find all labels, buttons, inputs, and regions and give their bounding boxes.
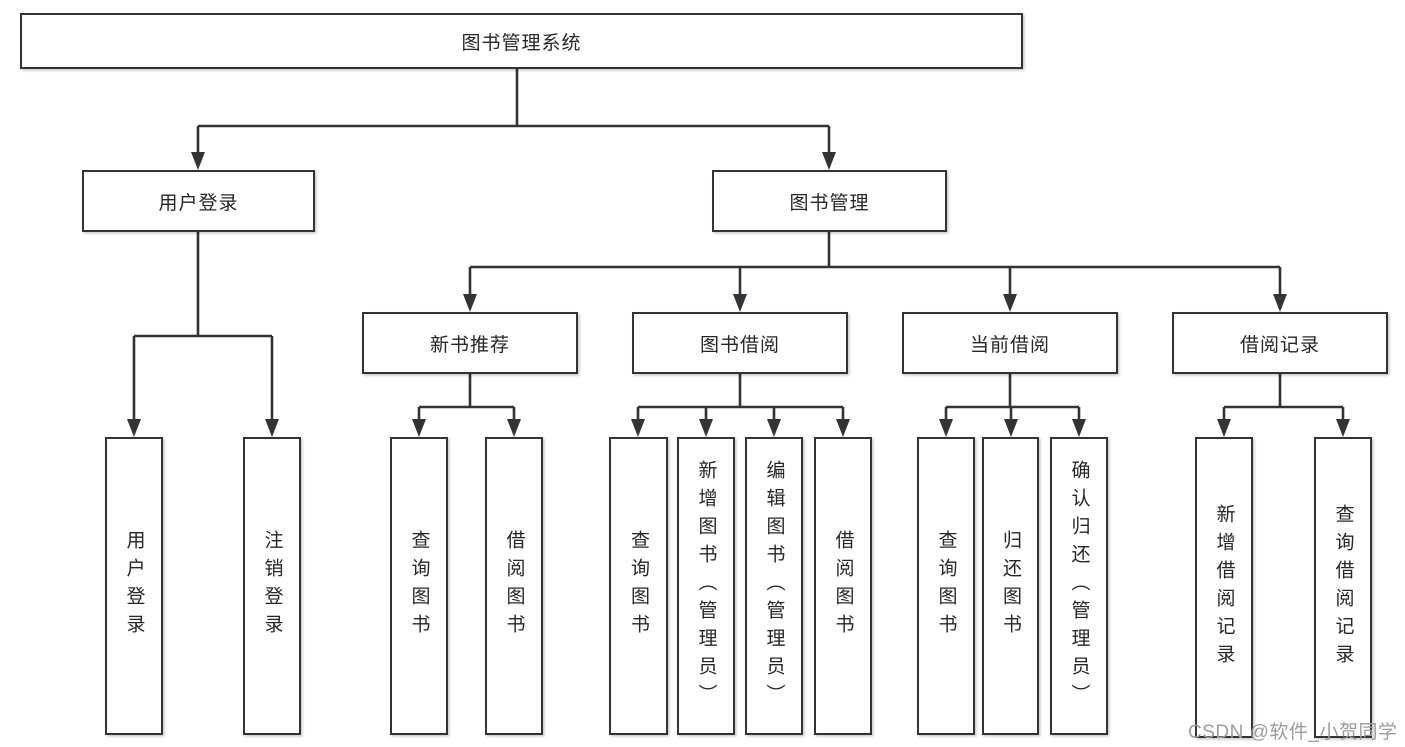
node-book-management: 图书管理 <box>712 170 947 232</box>
node-borrow-records: 借阅记录 <box>1172 312 1388 374</box>
leaf-confirm-return-admin: 确认归还（管理员） <box>1050 437 1108 735</box>
leaf-logout: 注销登录 <box>243 437 301 735</box>
node-user-login: 用户登录 <box>82 170 315 232</box>
leaf-borrow-books: 借阅图书 <box>814 437 872 735</box>
csdn-watermark: CSDN @软件_小贺同学 <box>1188 722 1398 743</box>
node-current-borrow: 当前借阅 <box>902 312 1118 374</box>
leaf-add-borrow-record: 新增借阅记录 <box>1195 437 1253 738</box>
leaf-search-books-recommend: 查询图书 <box>390 437 448 735</box>
leaf-search-borrow-record: 查询借阅记录 <box>1314 437 1372 738</box>
leaf-search-books-borrow: 查询图书 <box>609 437 668 735</box>
leaf-add-books-admin: 新增图书（管理员） <box>677 437 735 735</box>
leaf-edit-books-admin: 编辑图书（管理员） <box>745 437 803 735</box>
node-book-borrow: 图书借阅 <box>632 312 848 374</box>
leaf-borrow-books-recommend: 借阅图书 <box>485 437 543 735</box>
leaf-search-books-current: 查询图书 <box>917 437 975 735</box>
node-root-library-system: 图书管理系统 <box>20 13 1023 69</box>
leaf-user-login: 用户登录 <box>105 437 163 735</box>
node-new-book-recommend: 新书推荐 <box>362 312 578 374</box>
leaf-return-books: 归还图书 <box>982 437 1039 735</box>
